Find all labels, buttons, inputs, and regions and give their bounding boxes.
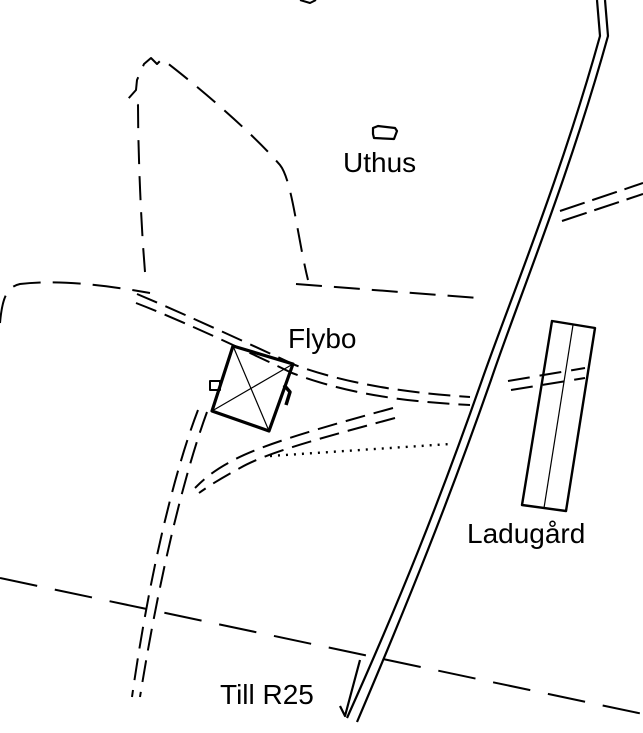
- uthus-label: Uthus: [343, 147, 416, 178]
- uthus-building-icon: [371, 124, 399, 141]
- track-east: [559, 182, 643, 222]
- top-mark: [299, 0, 317, 4]
- area-boundary-dashed: [127, 57, 479, 299]
- flybo-structure-icon: [209, 344, 295, 433]
- track-south: [194, 407, 396, 494]
- ladugard-label: Ladugård: [467, 518, 585, 549]
- flybo-label: Flybo: [288, 323, 356, 354]
- ladugard-building-icon: [520, 319, 597, 513]
- left-boundary-dashed: [0, 281, 151, 324]
- till-r25-label: Till R25: [220, 679, 314, 710]
- track-to-ladugard: [507, 367, 586, 391]
- main-road: [345, 0, 610, 723]
- track-flybo-south: [131, 409, 208, 698]
- road-arrow-icon: [339, 659, 362, 718]
- track-west-east: [135, 293, 471, 406]
- bottom-boundary-dashed: [0, 577, 643, 715]
